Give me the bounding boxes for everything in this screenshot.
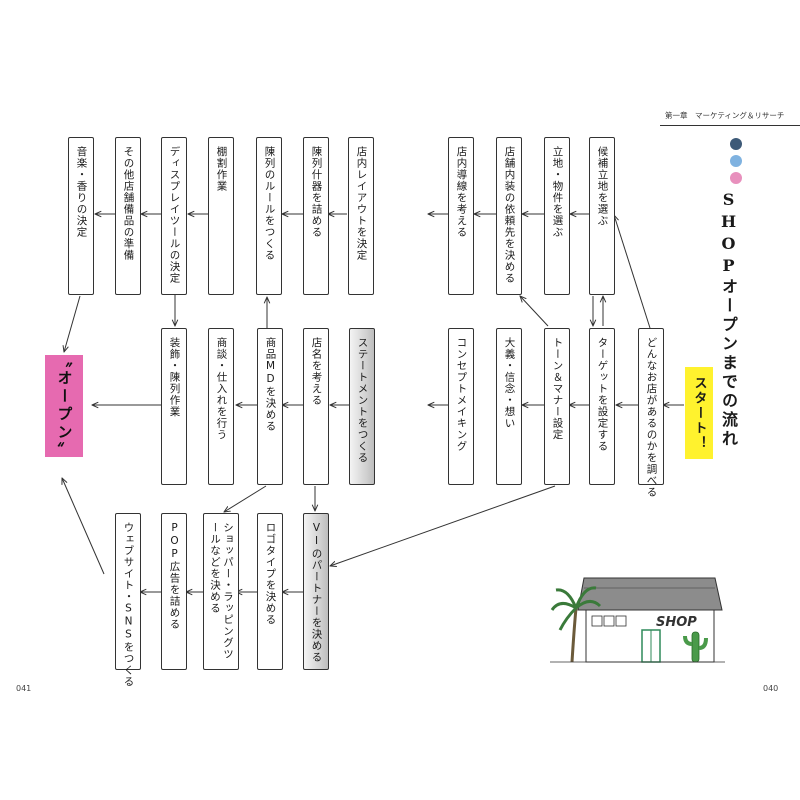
box-sonota-label: その他店舗備品の準備 <box>122 146 135 261</box>
box-kouho: 候補立地を選ぶ <box>589 137 615 295</box>
box-shopper: ショッパー・ラッピングツールなどを決める <box>203 513 239 670</box>
dot-pink <box>730 172 742 184</box>
palm-tree <box>550 586 602 663</box>
box-shopper-label: ショッパー・ラッピングツールなどを決める <box>209 522 234 660</box>
arrow-tone-irai <box>520 296 549 327</box>
cactus <box>683 631 708 663</box>
box-tana-label: 棚割作業 <box>215 146 228 192</box>
box-dousen: 店内導線を考える <box>448 137 474 295</box>
box-ongaku: 音楽・香りの決定 <box>68 137 94 295</box>
open-goal-badge: 〝オープン〟 <box>45 352 83 460</box>
box-kouho-label: 候補立地を選ぶ <box>596 146 609 227</box>
page-number-left: 041 <box>16 684 32 693</box>
box-concept-label: コンセプトメイキング <box>455 337 468 452</box>
box-ricchi-label: 立地・物件を選ぶ <box>551 146 564 238</box>
box-statement: ステートメントをつくる <box>349 328 375 485</box>
chapter-label: 第一章 マーケティング＆リサーチ <box>665 111 785 120</box>
box-ongaku-label: 音楽・香りの決定 <box>75 146 88 238</box>
box-rule: 陳列のルールをつくる <box>256 137 282 295</box>
box-donna-label: どんなお店があるのかを調べる <box>645 337 658 498</box>
box-concept: コンセプトメイキング <box>448 328 474 485</box>
box-taigi-label: 大義・信念・想い <box>503 337 516 429</box>
box-display-label: ディスプレイツールの決定 <box>168 146 181 284</box>
box-rule-label: 陳列のルールをつくる <box>263 146 276 261</box>
box-taigi: 大義・信念・想い <box>496 328 522 485</box>
box-juki: 陳列什器を詰める <box>303 137 329 295</box>
start-badge: スタート！ <box>685 367 713 459</box>
box-md-label: 商品MDを決める <box>264 337 277 432</box>
box-layout: 店内レイアウトを決定 <box>348 137 374 295</box>
box-ricchi: 立地・物件を選ぶ <box>544 137 570 295</box>
box-irai: 店舗内装の依頼先を決める <box>496 137 522 295</box>
box-statement-label: ステートメントをつくる <box>356 337 369 464</box>
box-vi-label: VIのパートナーを決める <box>310 522 323 663</box>
box-logo: ロゴタイプを決める <box>257 513 283 670</box>
start-label: スタート！ <box>691 375 707 451</box>
box-dousen-label: 店内導線を考える <box>455 146 468 238</box>
box-juki-label: 陳列什器を詰める <box>310 146 323 238</box>
shop-storefront-illustration: SHOP <box>550 577 725 663</box>
arrow-web-open <box>62 478 105 575</box>
box-tone-label: トーン＆マナー設定 <box>551 337 564 441</box>
section-title: SHOPオープンまでの流れ <box>719 190 738 453</box>
box-target: ターゲットを設定する <box>589 328 615 485</box>
box-vi: VIのパートナーを決める <box>303 513 329 670</box>
box-target-label: ターゲットを設定する <box>596 337 609 452</box>
section-title-text: SHOPオープンまでの流れ <box>719 190 738 449</box>
shop-sign-text: SHOP <box>656 615 697 630</box>
box-layout-label: 店内レイアウトを決定 <box>355 146 368 261</box>
header-rule <box>660 125 800 126</box>
box-md: 商品MDを決める <box>257 328 283 485</box>
box-web-label: ウェブサイト・SNSをつくる <box>122 522 135 688</box>
box-shoudan-label: 商談・仕入れを行う <box>215 337 228 441</box>
box-logo-label: ロゴタイプを決める <box>264 522 277 626</box>
arrow-ongaku-open <box>64 295 81 352</box>
page-number-right: 040 <box>763 684 779 693</box>
arrow-md-shopper <box>224 485 267 512</box>
box-shoudan: 商談・仕入れを行う <box>208 328 234 485</box>
box-donna: どんなお店があるのかを調べる <box>638 328 664 498</box>
box-web: ウェブサイト・SNSをつくる <box>115 513 141 688</box>
box-irai-label: 店舗内装の依頼先を決める <box>503 146 516 284</box>
box-soushoku: 装飾・陳列作業 <box>161 328 187 485</box>
box-soushoku-label: 装飾・陳列作業 <box>168 337 181 418</box>
arrow-tone-vi <box>330 485 556 566</box>
box-tenmei: 店名を考える <box>303 328 329 485</box>
box-tone: トーン＆マナー設定 <box>544 328 570 485</box>
box-tana: 棚割作業 <box>208 137 234 295</box>
box-tenmei-label: 店名を考える <box>310 337 323 406</box>
dot-blue <box>730 155 742 167</box>
open-goal-label: 〝オープン〟 <box>55 352 74 460</box>
box-display: ディスプレイツールの決定 <box>161 137 187 295</box>
box-sonota: その他店舗備品の準備 <box>115 137 141 295</box>
arrow-donna-kouho <box>614 215 651 329</box>
box-pop: POP広告を詰める <box>161 513 187 670</box>
box-pop-label: POP広告を詰める <box>168 522 181 630</box>
dot-navy <box>730 138 742 150</box>
